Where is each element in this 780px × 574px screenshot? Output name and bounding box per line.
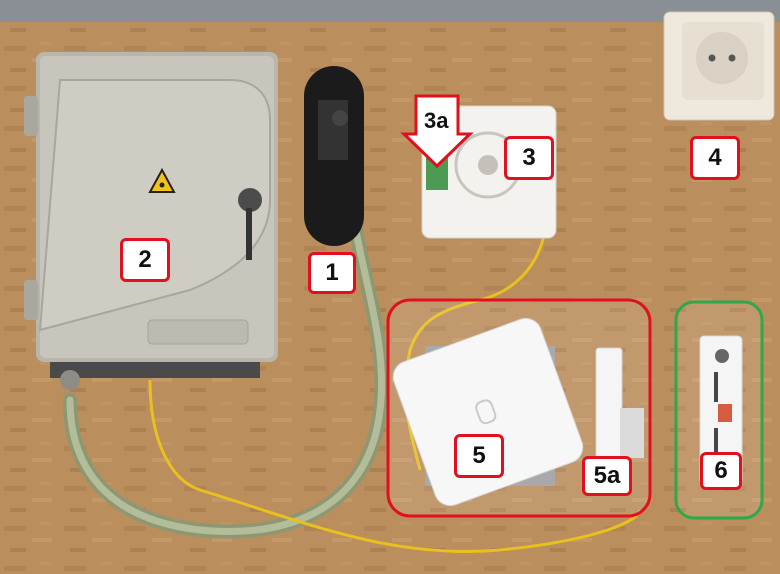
router-device [392, 317, 584, 507]
fiber-cable-1 [148, 379, 642, 554]
label-2: 2 [120, 238, 170, 282]
router-stand [595, 347, 644, 479]
wall-strip [0, 0, 780, 22]
label-6: 6 [700, 452, 742, 490]
wall-opening [304, 66, 364, 246]
network-socket-box [699, 335, 743, 485]
label-4: 4 [690, 136, 740, 180]
arrow-3a-icon [400, 94, 474, 169]
label-3a: 3a [424, 108, 449, 133]
label-5a: 5a [582, 456, 632, 496]
label-5: 5 [454, 434, 504, 478]
laser-warning-icon [148, 167, 176, 193]
label-3: 3 [504, 136, 554, 180]
power-socket [663, 11, 775, 121]
lock-icon [238, 188, 262, 212]
fiber-enclosure-box [24, 52, 278, 390]
label-1: 1 [308, 252, 356, 294]
